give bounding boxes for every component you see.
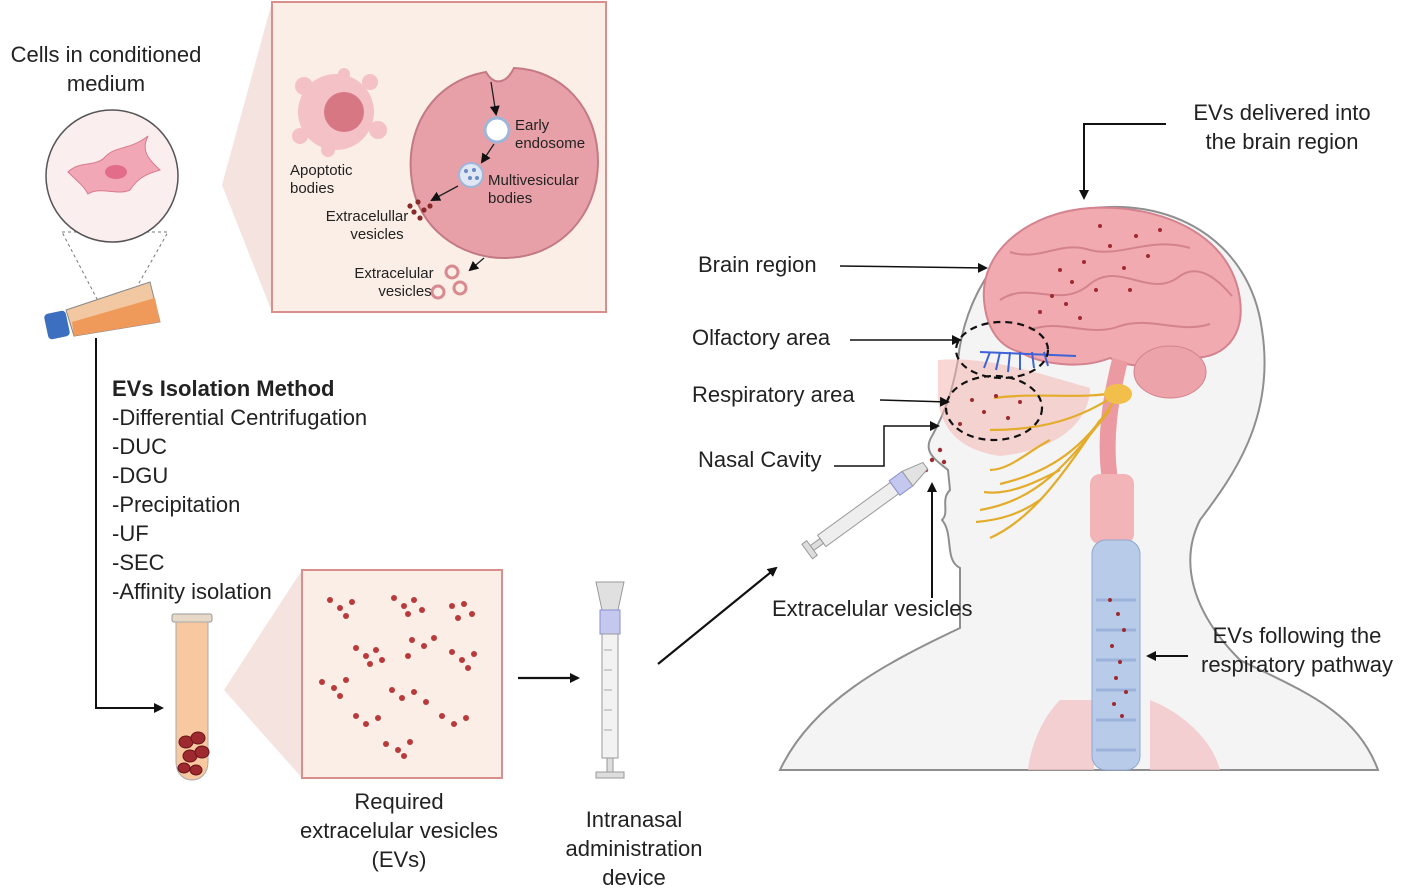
- isolation-method-5: -UF: [112, 521, 149, 546]
- culture-flask-icon: [44, 281, 161, 340]
- device-label: Intranasal administration device: [548, 805, 720, 892]
- brain-region-label: Brain region: [698, 252, 817, 277]
- ev-b-line1: Extracelular: [354, 265, 434, 282]
- device-line2: administration: [565, 836, 703, 861]
- device-line1: Intranasal: [585, 807, 683, 832]
- olfactory-area-label: Olfactory area: [692, 325, 831, 350]
- cells-label: Cells in conditioned medium: [0, 40, 212, 98]
- extracellular-vesicles-label-a: Extracelullar vesicles: [312, 208, 422, 244]
- ev-test-tube-icon: [171, 613, 213, 781]
- arrow-brain-region: [839, 262, 988, 273]
- trachea-icon: [1091, 539, 1141, 771]
- isolated-vesicle-dots: [319, 595, 477, 759]
- respiratory-area-label: Respiratory area: [692, 382, 855, 407]
- extracellular-vesicles-head-label: Extracelular vesicles: [772, 596, 973, 621]
- cell-nucleus: [105, 165, 127, 179]
- device-line3: device: [602, 865, 666, 890]
- pathway-line2: respiratory pathway: [1201, 652, 1393, 677]
- delivered-line1: EVs delivered into: [1193, 100, 1371, 125]
- arrow-nasal-cavity: [834, 421, 940, 467]
- arrow-device-to-head: [657, 566, 778, 665]
- isolation-method-1: -Differential Centrifugation: [112, 405, 368, 430]
- cells-label-line2: medium: [66, 71, 146, 96]
- ev-a-line2: vesicles: [350, 226, 404, 243]
- early-line1: Early: [515, 117, 550, 134]
- isolation-method-7: -Affinity isolation: [112, 579, 272, 604]
- cells-label-line1: Cells in conditioned: [10, 42, 202, 67]
- pathway-line1: EVs following the: [1212, 623, 1382, 648]
- required-line2: extracelular vesicles: [299, 818, 499, 843]
- delivered-line2: the brain region: [1205, 129, 1359, 154]
- required-evs-label: Required extracelular vesicles (EVs): [284, 787, 514, 874]
- required-line3: (EVs): [371, 847, 427, 872]
- isolation-method-2: -DUC: [112, 434, 167, 459]
- ev-dots-brain: [1038, 224, 1162, 320]
- parent-cell-body: [409, 66, 600, 260]
- apoptotic-line1: Apoptotic: [290, 162, 353, 179]
- apoptotic-body-icon: [292, 68, 387, 157]
- respiratory-area-marker: [944, 374, 1044, 442]
- olfactory-nerve-icon: [979, 351, 1077, 373]
- connector-flask-to-tube: [95, 338, 164, 713]
- olfactory-area-marker: [954, 320, 1050, 380]
- apoptotic-bodies-label: Apoptotic bodies: [290, 162, 353, 198]
- early-endosome-label: Early endosome: [515, 117, 585, 153]
- early-endosome-icon: [483, 116, 511, 144]
- evs-delivered-label: EVs delivered into the brain region: [1174, 98, 1390, 156]
- zoom-wedge-bottom: [224, 570, 302, 778]
- respiratory-pathway-label: EVs following the respiratory pathway: [1190, 621, 1404, 679]
- arrow-evs-delivered: [1079, 123, 1166, 200]
- cell-icon: [67, 135, 161, 195]
- ev-b-line2: vesicles: [378, 283, 432, 300]
- released-vesicles-icon: [430, 264, 468, 300]
- early-line2: endosome: [515, 135, 586, 152]
- extracellular-vesicle-cluster-icon: [407, 199, 433, 221]
- head-illustration: [778, 205, 1380, 771]
- nasal-spray-syringe-icon: [801, 461, 929, 560]
- isolation-methods: EVs Isolation Method -Differential Centr…: [112, 374, 367, 606]
- isolation-title: EVs Isolation Method: [112, 376, 335, 401]
- cerebellum-icon: [1133, 345, 1207, 399]
- multivesicular-body-icon: [458, 162, 484, 188]
- ev-dots-trachea: [1108, 598, 1128, 718]
- isolation-method-4: -Precipitation: [112, 492, 241, 517]
- ev-dots-nose: [923, 394, 1022, 473]
- ev-a-line1: Extracelullar: [325, 208, 409, 225]
- mvb-line2: bodies: [488, 190, 533, 207]
- apoptotic-line2: bodies: [290, 180, 335, 197]
- zoom-wedge-top: [222, 2, 272, 312]
- mvb-line1: Multivesicular: [488, 172, 579, 189]
- nasal-cavity-label: Nasal Cavity: [698, 447, 822, 472]
- arrow-respiratory-area: [879, 396, 950, 407]
- required-line1: Required: [354, 789, 444, 814]
- extracellular-vesicles-label-b: Extracelular vesicles: [344, 265, 444, 301]
- multivesicular-bodies-label: Multivesicular bodies: [488, 172, 579, 208]
- isolation-method-6: -SEC: [112, 550, 165, 575]
- isolation-method-3: -DGU: [112, 463, 169, 488]
- intranasal-device-icon: [595, 581, 625, 779]
